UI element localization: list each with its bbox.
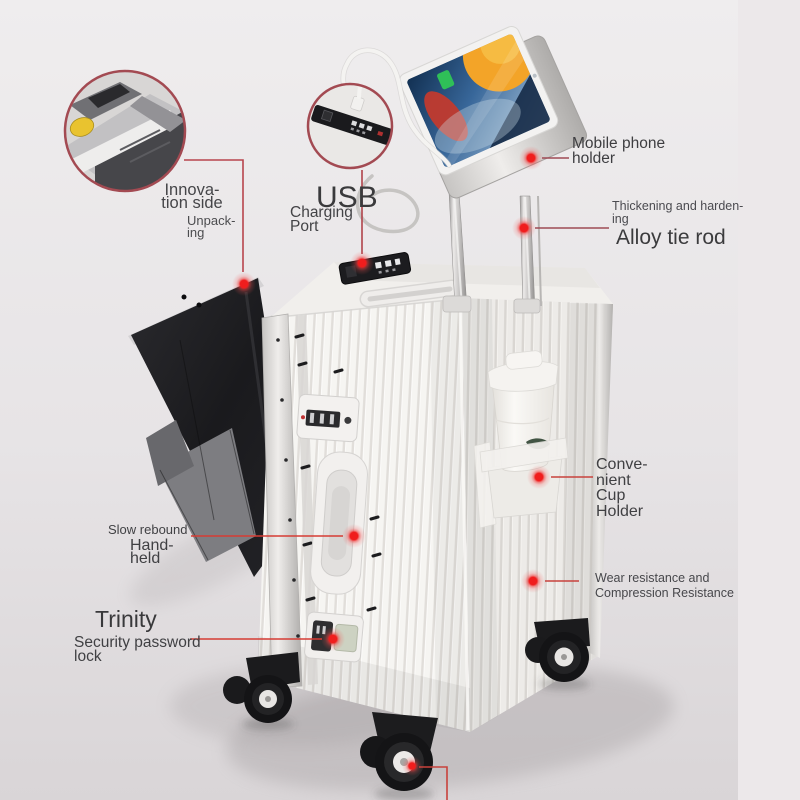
label-line: Unpack- (187, 213, 236, 228)
tsa-lock (296, 393, 360, 443)
label-convenient-cup-holder: Conve- nient Cup Holder (596, 457, 648, 519)
spinner-wheel-left (223, 652, 300, 723)
label-line: nient (596, 471, 631, 489)
label-line: Innova- (164, 181, 220, 199)
label-line: ing (187, 224, 205, 240)
leader-innovation (184, 159, 244, 272)
label-line: Security password (74, 634, 201, 651)
label-line: Hand- (130, 537, 174, 554)
label-alloy-tie-rod: Alloy tie rod (616, 226, 726, 249)
marker-wear (521, 569, 545, 593)
label-line: lock (74, 647, 102, 665)
annotation-lines (184, 157, 609, 800)
label-wear-resistance: Wear resistance and Compression Resistan… (595, 571, 734, 601)
label-line: Cup (596, 487, 626, 504)
corner-magnifier-circle (63, 69, 187, 193)
label-line: Port (290, 218, 319, 235)
top-carry-handle (359, 279, 461, 308)
usb-magnifier-circle (306, 82, 394, 170)
label-line: Charging (290, 204, 353, 221)
label-line: Conve- (596, 456, 648, 473)
marker-cup-holder (527, 465, 551, 489)
open-front-panel (128, 277, 296, 577)
marker-handle (342, 524, 366, 548)
annotation-markers (232, 146, 551, 776)
marker-tie-rod (512, 216, 536, 240)
label-slow-rebound: Slow rebound (108, 522, 188, 537)
marker-unpacking (232, 272, 256, 296)
marker-phone-holder (519, 146, 543, 170)
label-usb-charging-port: Charging Port (290, 204, 353, 235)
label-line: ing (612, 212, 629, 226)
marker-usb-port (350, 251, 374, 275)
label-security-password-lock: Security password lock (74, 634, 201, 665)
label-line: Holder (596, 502, 644, 520)
label-line: Wear resistance and (595, 571, 710, 585)
label-line: tion side (161, 194, 223, 212)
marker-wheel (402, 756, 422, 776)
spinner-wheel-right (525, 618, 590, 682)
side-carry-handle (310, 451, 368, 595)
label-innovation-side: Innova- tion side (155, 181, 229, 212)
label-usb: USB (316, 181, 378, 214)
leader-wheel (419, 766, 448, 800)
label-line: Mobile phone (572, 135, 666, 152)
label-thickening-hardening: Thickening and harden- ing (612, 200, 743, 226)
label-trinity: Trinity (95, 606, 157, 632)
wheel-shadows (242, 678, 590, 800)
marker-password-lock (321, 627, 345, 651)
coffee-cup (479, 350, 569, 473)
label-line: holder (572, 150, 616, 167)
label-line: Thickening and harden- (612, 199, 744, 213)
label-unpacking: Unpack- ing (187, 213, 236, 240)
label-hand-held: Hand- held (130, 537, 174, 567)
usb-charging-cable (340, 47, 452, 234)
label-line: Compression Resistance (595, 586, 734, 600)
label-mobile-phone-holder: Mobile phone holder (572, 135, 666, 167)
label-line: held (130, 550, 161, 567)
